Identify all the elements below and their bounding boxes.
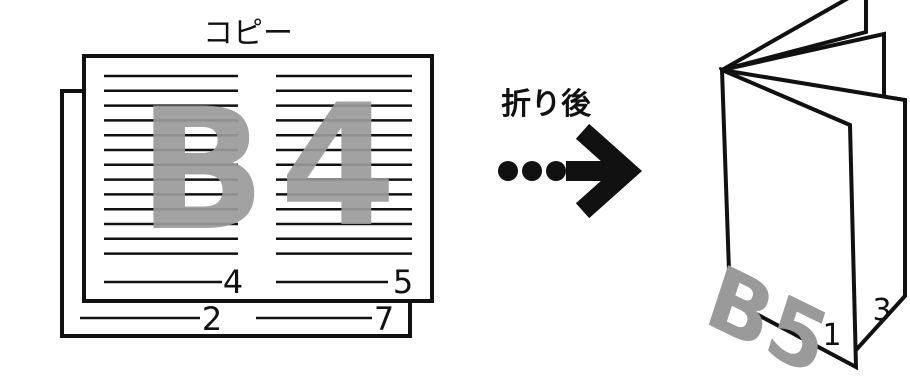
booklet-page-number-1: 1 (822, 318, 841, 353)
copy-sheet-group: 2 7 B 4 4 5 コピー (60, 16, 434, 338)
booklet-page-number-3: 3 (872, 293, 891, 328)
three-dots-icon (498, 161, 566, 181)
booklet-front-cover (719, 66, 859, 371)
page-number-7: 7 (374, 300, 394, 338)
right-arrow-icon (566, 123, 643, 219)
after-fold-label: 折り後 (501, 87, 592, 122)
page-number-2: 2 (202, 300, 222, 338)
text-lines-right (276, 74, 412, 255)
front-sheet: B 4 4 5 (82, 54, 434, 303)
page-number-5: 5 (393, 263, 413, 301)
booklet-group: 3 B5 1 (695, 0, 907, 382)
text-lines-left (104, 74, 238, 255)
size-watermark-4: 4 (280, 68, 397, 264)
copy-label: コピー (203, 16, 293, 51)
booklet-page-back-top (721, 0, 868, 72)
size-watermark-b: B (138, 72, 266, 268)
transition-arrow: 折り後 (498, 87, 643, 219)
page-number-4: 4 (223, 263, 243, 301)
